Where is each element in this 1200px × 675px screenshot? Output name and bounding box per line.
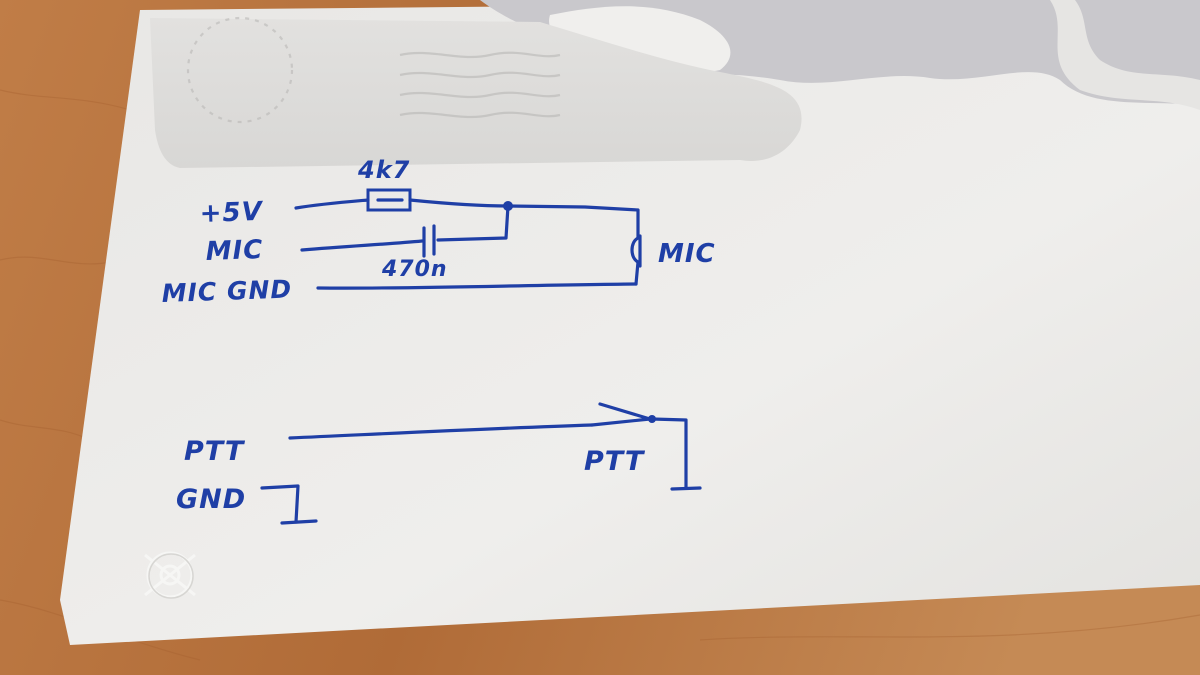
schematic: +5V MIC MIC GND 4k7 470n MIC PTT GND — [161, 156, 716, 525]
label-plus5v: +5V — [199, 197, 264, 229]
postmark-waves — [186, 16, 561, 124]
wire-gnd — [260, 484, 300, 524]
ground-symbol-left — [280, 519, 318, 525]
wire-ptt — [288, 423, 594, 440]
label-mic-gnd: MIC GND — [161, 274, 292, 308]
ptt-switch — [590, 402, 652, 427]
wire-plus5v — [294, 198, 370, 210]
wire-switch-ground — [650, 417, 688, 490]
wire-node-mic — [506, 204, 640, 240]
capacitor-470n — [422, 224, 436, 258]
microphone-symbol — [630, 234, 642, 268]
resistor-value: 4k7 — [357, 156, 410, 184]
ground-symbol-right — [670, 486, 702, 491]
label-ptt: PTT — [184, 436, 246, 467]
switch-label: PTT — [584, 446, 646, 477]
torn-edge — [1050, 0, 1200, 110]
wire-resistor-node — [408, 198, 510, 208]
wire-mic — [300, 239, 424, 252]
envelope-flap — [150, 18, 802, 168]
capacitor-value: 470n — [381, 257, 448, 282]
microphone-label: MIC — [658, 239, 716, 269]
label-gnd: GND — [176, 484, 246, 515]
label-mic: MIC — [205, 235, 264, 267]
wire-mic-gnd — [316, 282, 638, 290]
wire-node-cap — [436, 204, 510, 242]
